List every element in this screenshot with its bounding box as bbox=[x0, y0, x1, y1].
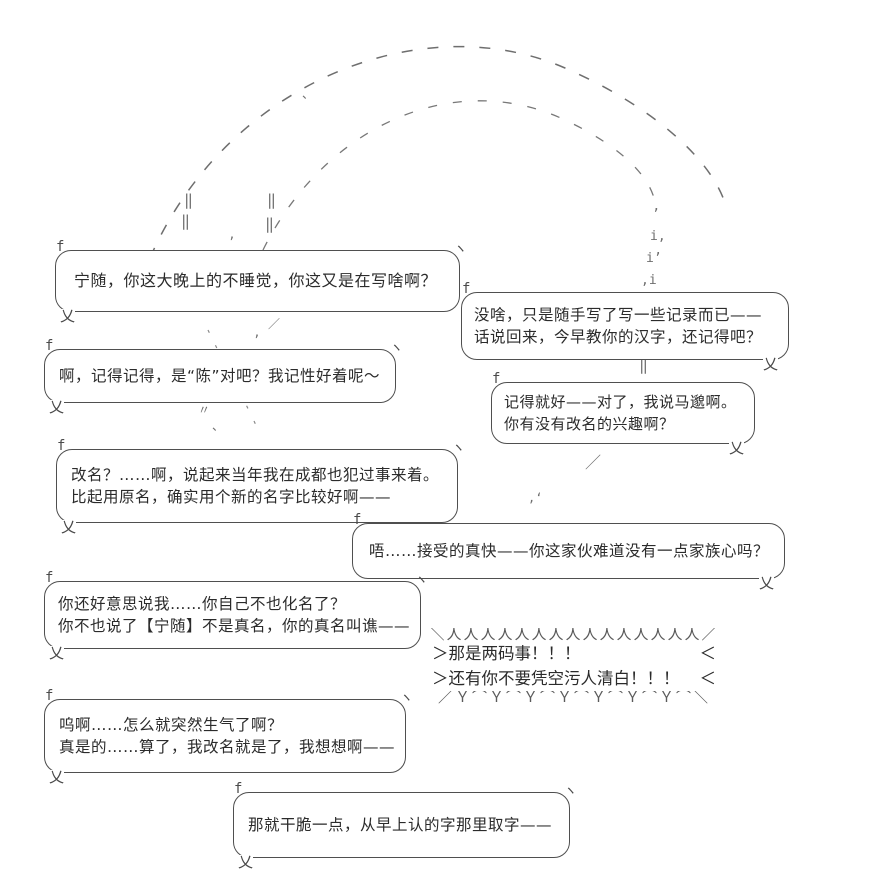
bubble-corner-glyph: ヽ bbox=[389, 341, 403, 356]
bubble-tail-glyph: 乂 bbox=[49, 398, 65, 416]
speech-bubble-2: f 乂 没啥，只是随手写了写一些记录而已—— 话说回来，今早教你的汉字，还记得吧… bbox=[461, 282, 789, 372]
bubble-text: 啊，记得记得，是“陈”对吧？我记性好着呢～ bbox=[59, 367, 381, 385]
bubble-frame-glyph: f bbox=[492, 371, 501, 387]
background-mark: ／ bbox=[268, 317, 281, 331]
background-mark: ‖ bbox=[265, 215, 275, 233]
bubble-text: 你有没有改名的兴趣啊？ bbox=[504, 415, 675, 433]
background-mark: 、 bbox=[302, 87, 315, 101]
bubble-tail-glyph: 乂 bbox=[61, 518, 77, 536]
bubble-box: 宁随，你这大晚上的不睡觉，你这又是在写啥啊？ bbox=[55, 250, 460, 312]
shout-border-bottom: ／Ｙ⌒Ｙ⌒Ｙ⌒Ｙ⌒Ｙ⌒Ｙ⌒Ｙ⌒＼ bbox=[437, 690, 710, 704]
bubble-frame-glyph: f bbox=[57, 438, 66, 454]
bubble-box: 没啥，只是随手写了写一些记录而已—— 话说回来，今早教你的汉字，还记得吧？ bbox=[461, 292, 789, 360]
bubble-frame-glyph: f bbox=[45, 338, 54, 354]
bubble-text: 记得就好——对了，我说马邈啊。 bbox=[504, 393, 737, 411]
bubble-frame-glyph: f bbox=[45, 570, 54, 586]
speech-bubble-3: f ヽ 乂 啊，记得记得，是“陈”对吧？我记性好着呢～ bbox=[44, 339, 403, 415]
bubble-frame-glyph: f bbox=[462, 281, 471, 297]
bubble-text: 比起用原名，确实用个新的名字比较好啊—— bbox=[71, 488, 392, 506]
background-mark: 、 bbox=[212, 419, 225, 433]
speech-bubble-6: f 乂 唔……接受的真快——你这家伙难道没有一点家族心吗？ bbox=[352, 513, 785, 591]
bubble-frame-glyph: f bbox=[56, 239, 65, 255]
bubble-box: 啊，记得记得，是“陈”对吧？我记性好着呢～ bbox=[44, 349, 396, 403]
shout-text: ＞那是两码事！！！ bbox=[432, 644, 581, 664]
background-mark: ’ bbox=[228, 235, 236, 249]
bubble-frame-glyph: f bbox=[45, 688, 54, 704]
bubble-corner-glyph: ヽ bbox=[399, 691, 413, 706]
bubble-tail-glyph: 乂 bbox=[728, 439, 744, 457]
bubble-tail-glyph: 乂 bbox=[60, 307, 76, 325]
background-mark: ‖ bbox=[181, 212, 191, 230]
bubble-corner-glyph: ヽ bbox=[453, 242, 467, 257]
background-mark: ,i bbox=[641, 273, 657, 288]
bubble-text: 那就干脆一点，从早上认的字那里取字—— bbox=[248, 816, 553, 834]
bubble-box: 呜啊……怎么就突然生气了啊？ 真是的……算了，我改名就是了，我想想啊—— bbox=[44, 699, 406, 773]
bubble-text: 你还好意思说我……你自己不也化名了？ bbox=[58, 595, 347, 613]
bubble-text: 唔……接受的真快——你这家伙难道没有一点家族心吗？ bbox=[369, 542, 770, 560]
speech-bubble-7: f ヽ 乂 你还好意思说我……你自己不也化名了？ 你不也说了【宁随】不是真名，你… bbox=[44, 571, 428, 661]
bubble-box: 你还好意思说我……你自己不也化名了？ 你不也说了【宁随】不是真名，你的真名叫谯—… bbox=[44, 581, 421, 649]
background-mark: ‖ bbox=[639, 356, 649, 374]
bubble-text: 没啥，只是随手写了写一些记录而已—— bbox=[474, 306, 763, 324]
shout-text-line: ＞那是两码事！！！ ＜ bbox=[428, 642, 720, 665]
shout-text: ＞还有你不要凭空污人清白！！！ bbox=[432, 668, 680, 688]
bubble-frame-glyph: f bbox=[353, 512, 362, 528]
bubble-tail-glyph: 乂 bbox=[758, 574, 774, 592]
bubble-text: 呜啊……怎么就突然生气了啊？ bbox=[59, 716, 284, 734]
shout-bubble: ＼人人人人人人人人人人人人人人人／ ＞那是两码事！！！ ＜ ＞还有你不要凭空污人… bbox=[428, 628, 720, 704]
bubble-box: 改名？……啊，说起来当年我在成都也犯过事来着。 比起用原名，确实用个新的名字比较… bbox=[56, 449, 458, 523]
bubble-tail-glyph: 乂 bbox=[238, 853, 254, 871]
shout-border-top: ＼人人人人人人人人人人人人人人人／ bbox=[429, 628, 719, 641]
background-mark: ’ bbox=[652, 207, 660, 222]
speech-bubble-1: f ヽ 乂 宁随，你这大晚上的不睡觉，你这又是在写啥啊？ bbox=[55, 240, 467, 324]
bubble-text: 宁随，你这大晚上的不睡觉，你这又是在写啥啊？ bbox=[74, 271, 438, 290]
shout-close-bracket: ＜ bbox=[699, 644, 717, 664]
bubble-text: 话说回来，今早教你的汉字，还记得吧？ bbox=[474, 328, 763, 346]
bubble-corner-glyph: ヽ bbox=[451, 441, 465, 456]
background-arc-inner bbox=[262, 100, 655, 251]
bubble-text: 真是的……算了，我改名就是了，我想想啊—— bbox=[59, 738, 396, 756]
bubble-frame-glyph: f bbox=[234, 781, 243, 797]
background-mark: ,‘ bbox=[528, 491, 543, 505]
bubble-text: 你不也说了【宁随】不是真名，你的真名叫谯—— bbox=[58, 617, 411, 635]
background-arc-outer bbox=[149, 46, 728, 259]
speech-bubble-5: f ヽ 乂 改名？……啊，说起来当年我在成都也犯过事来着。 比起用原名，确实用个… bbox=[56, 439, 465, 535]
bubble-box: 记得就好——对了，我说马邈啊。 你有没有改名的兴趣啊？ bbox=[491, 382, 755, 444]
background-mark: ‖ bbox=[184, 191, 194, 209]
bubble-box: 那就干脆一点，从早上认的字那里取字—— bbox=[233, 792, 570, 858]
background-mark: ／ bbox=[585, 453, 602, 472]
speech-bubble-4: f 乂 记得就好——对了，我说马邈啊。 你有没有改名的兴趣啊？ bbox=[491, 372, 755, 456]
bubble-text: 改名？……啊，说起来当年我在成都也犯过事来着。 bbox=[71, 466, 440, 484]
background-mark: i, bbox=[650, 229, 666, 244]
background-mark: ‖ bbox=[267, 191, 277, 209]
bubble-tail-glyph: 乂 bbox=[762, 355, 778, 373]
background-mark: i’ bbox=[646, 251, 662, 266]
bubble-tail-glyph: 乂 bbox=[49, 644, 65, 662]
bubble-corner-glyph: ヽ bbox=[563, 784, 577, 799]
background-mark: 〃 bbox=[198, 403, 211, 417]
speech-bubble-9: f ヽ 乂 呜啊……怎么就突然生气了啊？ 真是的……算了，我改名就是了，我想想啊… bbox=[44, 689, 413, 785]
bubble-tail-glyph: 乂 bbox=[49, 768, 65, 786]
background-mark: ’ bbox=[253, 333, 261, 347]
bubble-box: 唔……接受的真快——你这家伙难道没有一点家族心吗？ bbox=[352, 523, 785, 579]
shout-text-line: ＞还有你不要凭空污人清白！！！ ＜ bbox=[428, 667, 720, 690]
speech-bubble-10: f ヽ 乂 那就干脆一点，从早上认的字那里取字—— bbox=[233, 782, 577, 870]
shout-close-bracket: ＜ bbox=[699, 668, 717, 688]
bubble-corner-glyph: ヽ bbox=[414, 573, 428, 588]
